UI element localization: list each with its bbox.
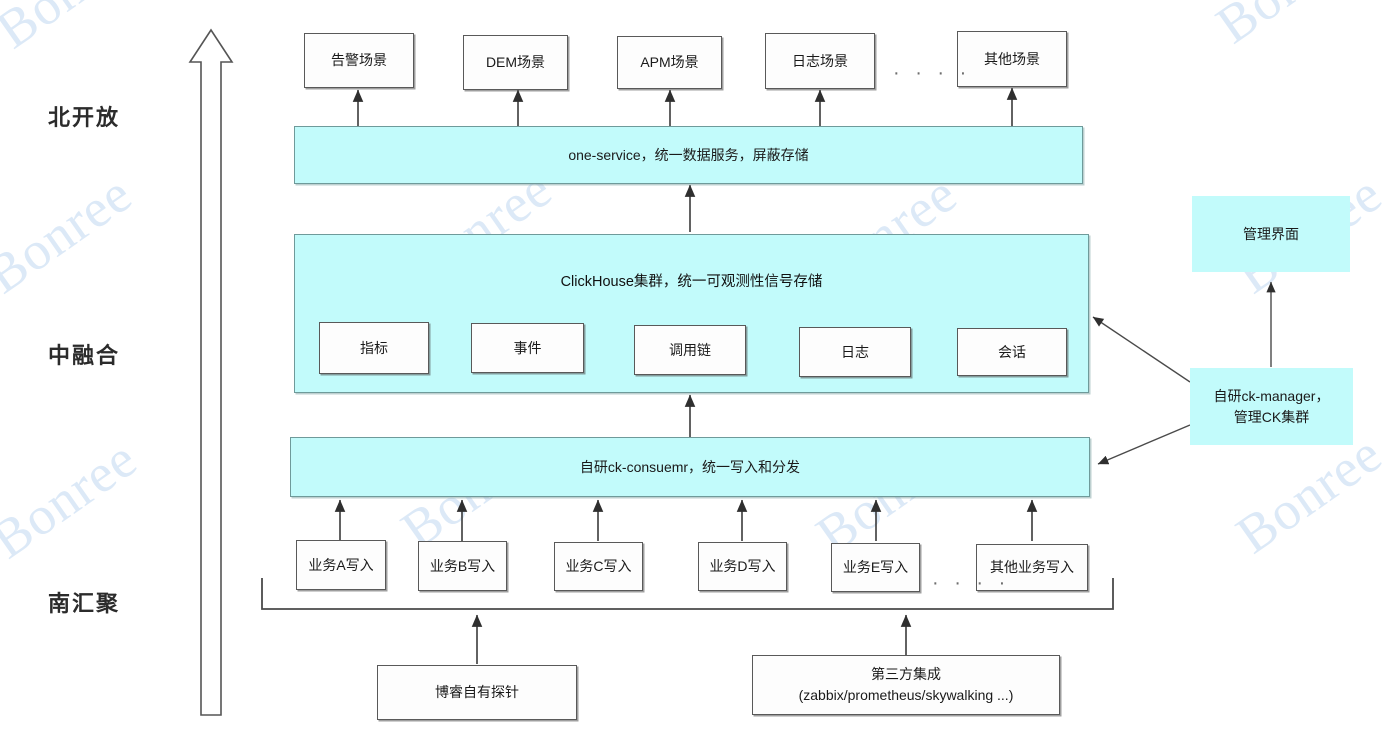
source-box-bonree-agent[interactable]: 博睿自有探针 xyxy=(377,665,577,720)
scenario-box-log[interactable]: 日志场景 xyxy=(765,33,875,89)
scenario-label: 日志场景 xyxy=(792,52,848,69)
scenario-label: APM场景 xyxy=(640,54,699,71)
scenario-box-alert[interactable]: 告警场景 xyxy=(304,33,414,88)
one-service-label: one-service，统一数据服务，屏蔽存储 xyxy=(568,146,809,163)
clickhouse-cluster-label: ClickHouse集群，统一可观测性信号存储 xyxy=(560,274,823,290)
business-writer-box-e[interactable]: 业务E写入 xyxy=(831,543,920,592)
business-writer-box-a[interactable]: 业务A写入 xyxy=(296,540,386,590)
source-label-line2: (zabbix/prometheus/skywalking ...) xyxy=(798,687,1014,703)
scenario-box-other[interactable]: 其他场景 xyxy=(957,31,1067,87)
scenario-ellipsis: · · · · xyxy=(893,62,972,84)
ck-manager-label-line2: 管理CK集群 xyxy=(1233,408,1310,425)
business-writer-label: 业务C写入 xyxy=(565,558,632,575)
layer-label-middle: 中融合 xyxy=(48,343,121,368)
management-console-box[interactable]: 管理界面 xyxy=(1192,196,1350,272)
signal-label: 指标 xyxy=(360,339,388,356)
business-writer-label: 业务D写入 xyxy=(709,558,776,575)
source-label: 博睿自有探针 xyxy=(435,684,519,701)
ck-manager-label-line1: 自研ck-manager， xyxy=(1213,387,1330,404)
arrow-ckmanager-to-consumer xyxy=(1097,424,1191,465)
signal-box-sessions[interactable]: 会话 xyxy=(957,328,1067,376)
signal-box-metrics[interactable]: 指标 xyxy=(319,322,429,374)
scenario-box-dem[interactable]: DEM场景 xyxy=(463,35,568,90)
signal-box-logs[interactable]: 日志 xyxy=(799,327,911,377)
source-box-third-party[interactable]: 第三方集成 (zabbix/prometheus/skywalking ...) xyxy=(752,655,1060,715)
layer-direction-arrow xyxy=(188,28,234,716)
signal-label: 会话 xyxy=(998,343,1026,360)
watermark: Bonree xyxy=(0,0,153,61)
one-service-bar[interactable]: one-service，统一数据服务，屏蔽存储 xyxy=(294,126,1083,184)
business-writer-box-c[interactable]: 业务C写入 xyxy=(554,542,643,591)
scenario-box-apm[interactable]: APM场景 xyxy=(617,36,722,89)
business-writer-label: 业务E写入 xyxy=(842,559,909,576)
watermark: Bonree xyxy=(0,162,143,305)
source-label-line1: 第三方集成 xyxy=(871,666,941,683)
arrow-ckmanager-to-clickhouse xyxy=(1092,316,1191,383)
management-console-label: 管理界面 xyxy=(1243,225,1299,242)
signal-label: 事件 xyxy=(513,339,542,356)
watermark: Bonree xyxy=(1205,0,1373,56)
business-writer-box-d[interactable]: 业务D写入 xyxy=(698,542,787,591)
signal-label: 日志 xyxy=(841,343,869,360)
business-writer-ellipsis: · · · · xyxy=(932,572,1011,594)
business-writer-label: 其他业务写入 xyxy=(990,559,1074,576)
business-writer-label: 业务B写入 xyxy=(429,557,496,574)
business-writer-label: 业务A写入 xyxy=(308,556,374,573)
signal-box-traces[interactable]: 调用链 xyxy=(634,325,746,375)
watermark: Bonree xyxy=(0,427,148,570)
signal-box-events[interactable]: 事件 xyxy=(471,323,584,373)
ck-consumer-bar[interactable]: 自研ck-consuemr，统一写入和分发 xyxy=(290,437,1090,497)
signal-label: 调用链 xyxy=(669,341,711,358)
scenario-label: 告警场景 xyxy=(331,52,387,69)
ck-manager-box[interactable]: 自研ck-manager， 管理CK集群 xyxy=(1190,368,1353,445)
scenario-label: 其他场景 xyxy=(984,50,1040,67)
scenario-label: DEM场景 xyxy=(485,54,546,71)
layer-label-south: 南汇聚 xyxy=(48,591,121,616)
business-writer-box-b[interactable]: 业务B写入 xyxy=(418,541,507,591)
layer-label-north: 北开放 xyxy=(48,105,121,130)
ck-consumer-label: 自研ck-consuemr，统一写入和分发 xyxy=(579,458,801,475)
